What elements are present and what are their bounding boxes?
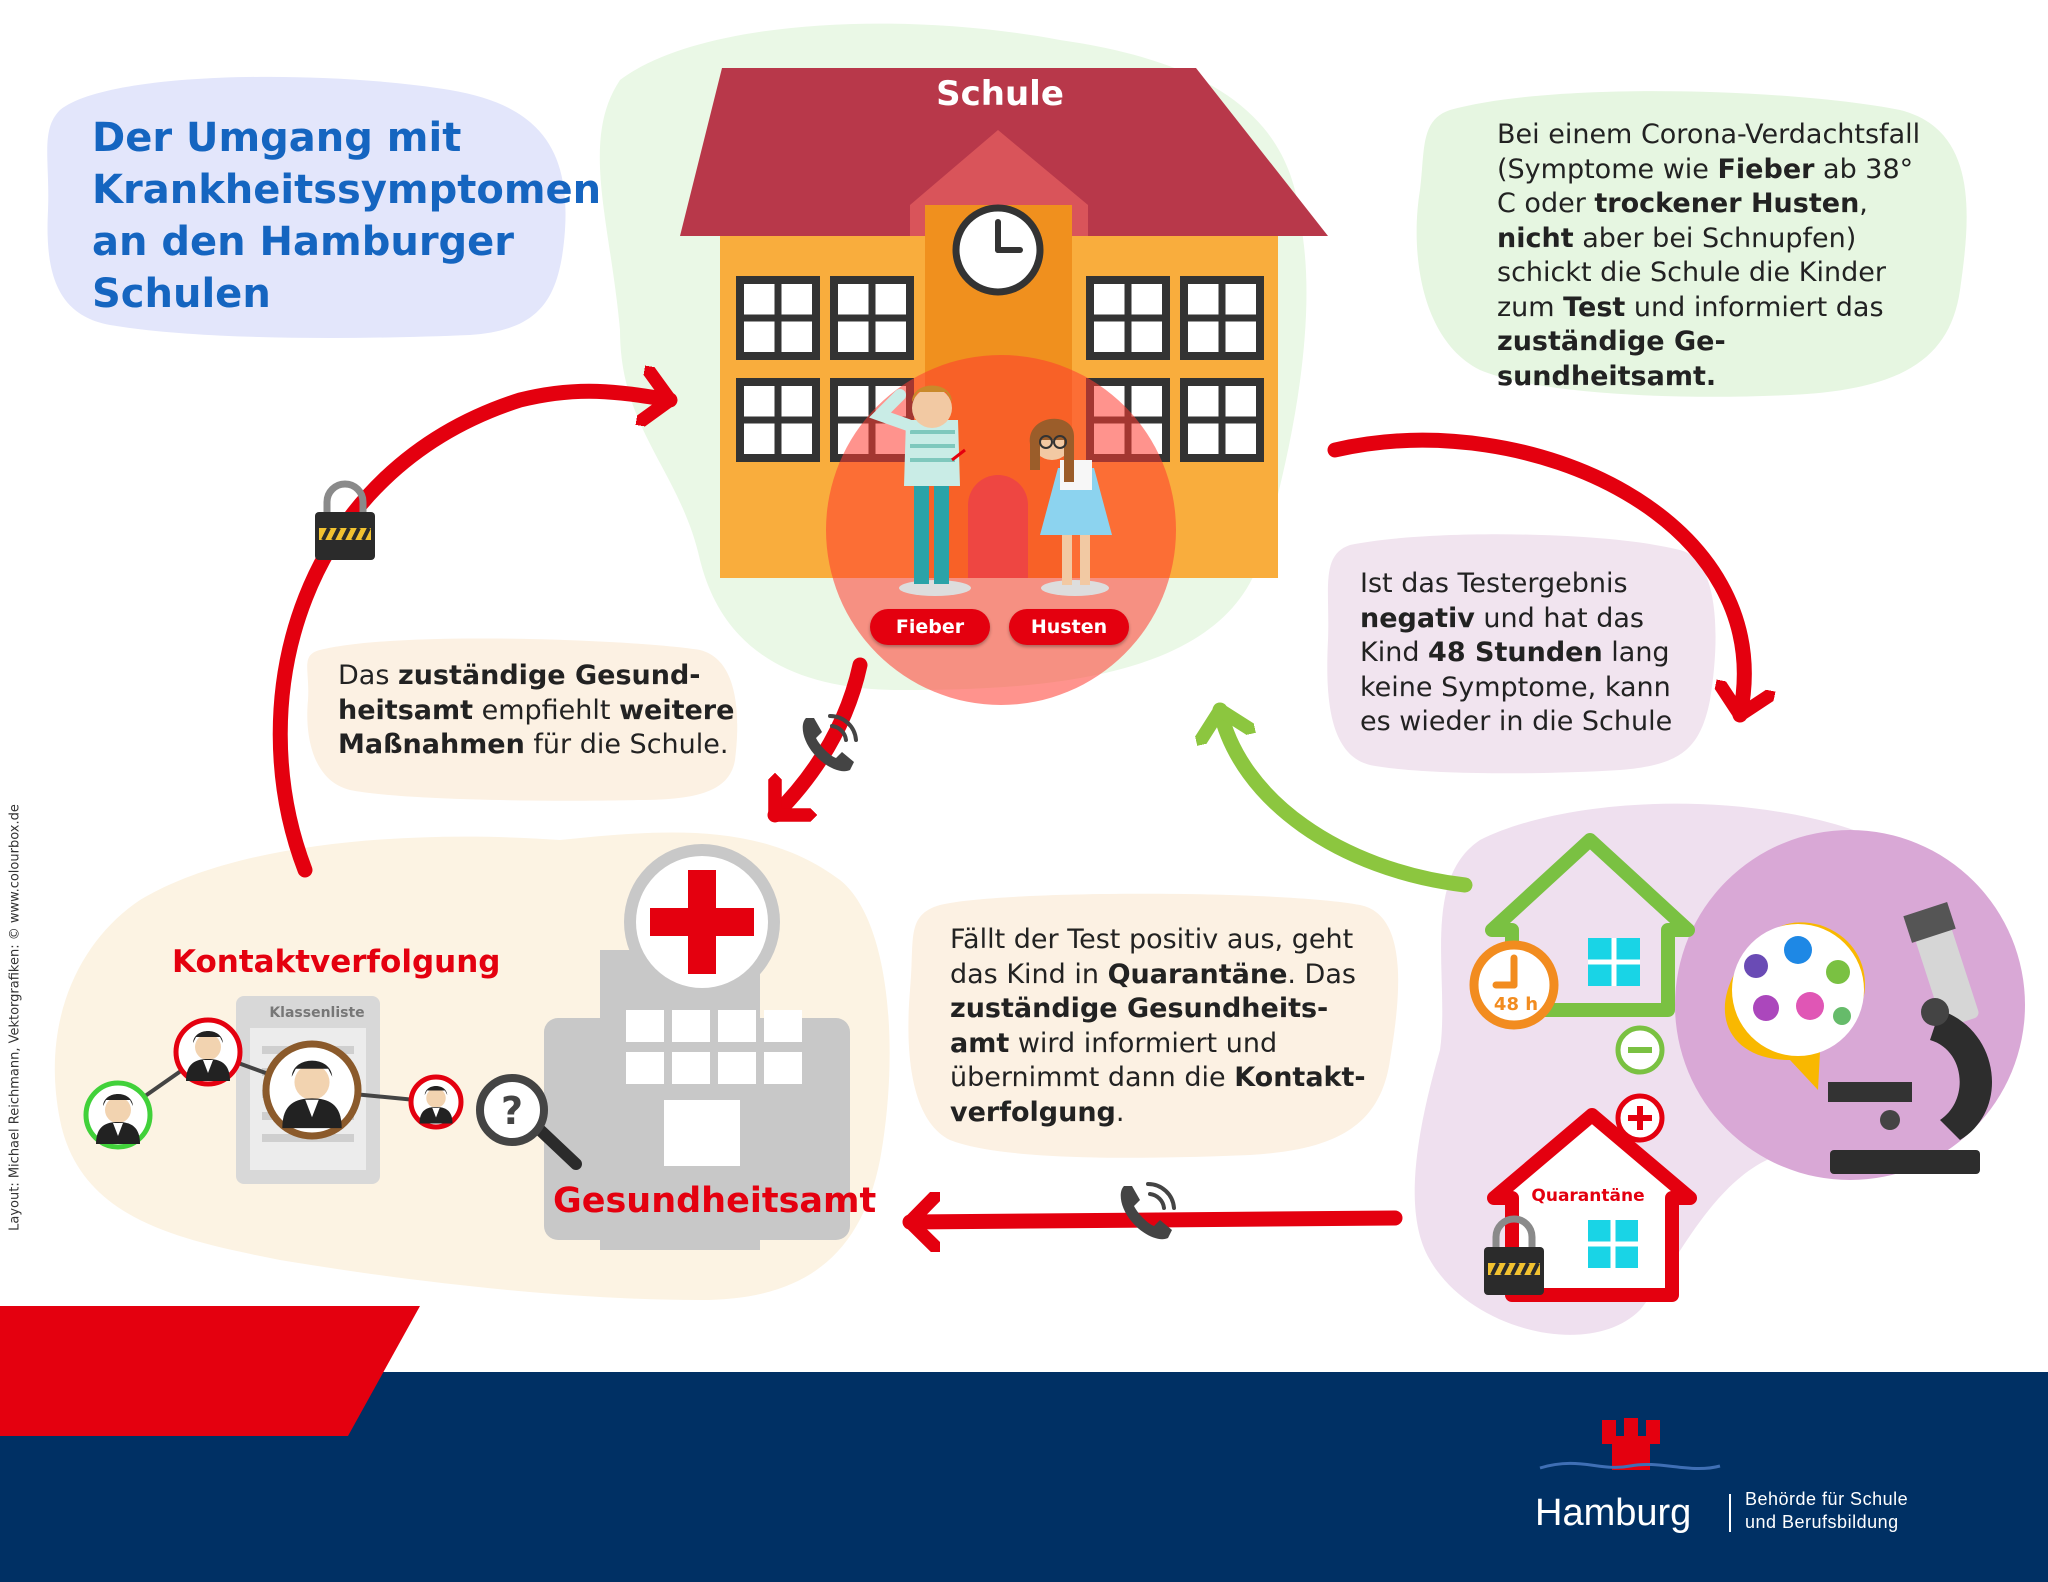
arrow-quarantine-to-ga [902,1218,1403,1222]
girl-figure [1029,418,1112,596]
virus-icon [1724,922,1865,1090]
arrow-school-to-test [1327,432,1744,723]
fever-badge: Fieber [870,609,990,645]
cough-badge: Husten [1009,609,1129,645]
verdacht-blob [1416,91,1967,397]
microscope-icon [1828,902,1993,1174]
measures-text: Das zuständige Gesund-heitsamt empfiehlt… [338,660,735,760]
arrow-negative-to-school [1220,702,1473,893]
suspicion-text: Bei einem Corona-Verdachtsfall (Symptome… [1497,119,1921,392]
logo-subtitle-line2: und Berufsbildung [1745,1512,1899,1532]
logo-wordmark: Hamburg [1535,1492,1692,1534]
credit-text: Layout: Michael Reichmann, Vektorgrafike… [7,804,23,1231]
phone-icon [1118,1181,1176,1242]
contact-person [408,1074,464,1130]
svg-text:?: ? [501,1089,523,1133]
contact-person [173,1017,243,1087]
massnahmen-blob [307,638,738,801]
plus-icon [1615,1093,1665,1143]
minus-icon [1615,1025,1665,1075]
contact-chain [116,1049,437,1117]
class-list-label: Klassenliste [269,1005,365,1021]
positiv-blob [908,893,1399,1158]
contact-tracing-label: Kontaktverfolgung [172,944,501,980]
page-title: Der Umgang mit Krankheitssymptomen an de… [92,115,602,317]
footer-red-wedge [0,1306,420,1436]
contact-person [262,1040,362,1140]
boy-figure [869,385,971,596]
magnifier-icon: ? [476,1074,582,1170]
hamburg-castle-icon [1539,1418,1721,1470]
symptom-circle [826,355,1176,705]
school-label: Schule [936,74,1064,114]
health-office-building [544,844,850,1250]
clock-icon [1469,940,1559,1030]
arrow-school-to-ga [767,657,868,823]
negative-result-text: Ist das Testergebnis negativ und hat das… [1360,568,1673,737]
home-house [1485,833,1695,1017]
health-office-label: Gesundheitsamt [553,1181,877,1221]
positive-result-text: Fällt der Test positiv aus, geht das Kin… [950,924,1366,1128]
logo-subtitle-line1: Behörde für Schule [1745,1489,1909,1509]
hours-label: 48 h [1493,994,1539,1015]
arrow-ga-to-school [272,391,678,878]
quarantine-label: Quarantäne [1531,1186,1645,1206]
contact-person [83,1080,153,1150]
negativ-blob [1327,534,1716,774]
title-blob [47,76,566,338]
